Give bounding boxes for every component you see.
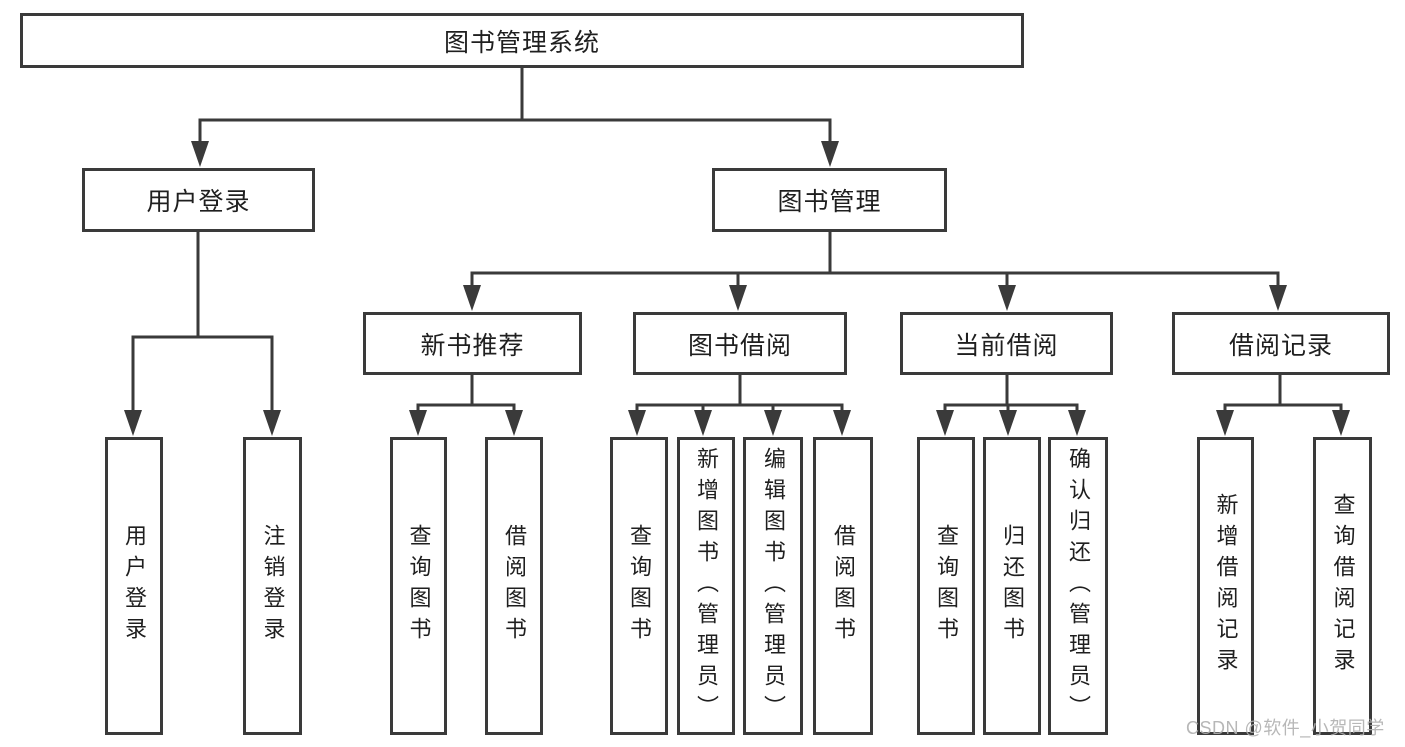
node-current-borrow: 当前借阅	[900, 312, 1113, 375]
leaf-user-login-label: 用户登录	[122, 524, 147, 648]
node-user-login-label: 用户登录	[146, 188, 251, 216]
leaf-record-add-label: 新增借阅记录	[1213, 493, 1239, 679]
leaf-current-return-label: 归还图书	[1000, 524, 1025, 648]
leaf-borrow-edit-admin-label: 编辑图书（管理员）	[761, 446, 786, 726]
leaf-user-login: 用户登录	[105, 437, 163, 735]
connector-root-to-level2	[191, 68, 839, 167]
leaf-borrow-query-label: 查询图书	[627, 524, 652, 648]
leaf-current-confirm-admin: 确认归还（管理员）	[1048, 437, 1108, 735]
leaf-newbook-borrow: 借阅图书	[485, 437, 543, 735]
leaf-logout-label: 注销登录	[260, 524, 286, 648]
leaf-borrow-book: 借阅图书	[813, 437, 873, 735]
node-new-book-recommend-label: 新书推荐	[420, 331, 525, 360]
leaf-current-return: 归还图书	[983, 437, 1041, 735]
node-book-borrow: 图书借阅	[633, 312, 847, 375]
leaf-borrow-edit-admin: 编辑图书（管理员）	[743, 437, 803, 735]
leaf-record-query-label: 查询借阅记录	[1330, 493, 1356, 679]
leaf-borrow-book-label: 借阅图书	[831, 524, 856, 648]
node-borrow-record-label: 借阅记录	[1228, 331, 1333, 360]
connector-current-borrow-children	[936, 375, 1086, 436]
leaf-logout: 注销登录	[243, 437, 302, 735]
leaf-record-query: 查询借阅记录	[1313, 437, 1372, 735]
node-book-mgmt: 图书管理	[712, 168, 947, 232]
leaf-record-add: 新增借阅记录	[1197, 437, 1254, 735]
leaf-borrow-add-admin: 新增图书（管理员）	[677, 437, 735, 735]
leaf-current-query-label: 查询图书	[934, 524, 959, 648]
leaf-newbook-query-label: 查询图书	[406, 524, 432, 648]
node-current-borrow-label: 当前借阅	[954, 331, 1059, 360]
node-user-login: 用户登录	[82, 168, 315, 232]
node-root-label: 图书管理系统	[443, 28, 600, 57]
leaf-borrow-add-admin-label: 新增图书（管理员）	[694, 446, 719, 726]
leaf-current-confirm-admin-label: 确认归还（管理员）	[1066, 446, 1091, 726]
connector-book-borrow-children	[628, 375, 851, 436]
node-book-mgmt-label: 图书管理	[777, 188, 882, 216]
node-new-book-recommend: 新书推荐	[363, 312, 582, 375]
connector-new-book-children	[409, 375, 523, 436]
leaf-borrow-query: 查询图书	[610, 437, 668, 735]
connector-borrow-record-children	[1216, 375, 1350, 436]
node-book-borrow-label: 图书借阅	[687, 331, 792, 360]
csdn-watermark: CSDN @软件_小贺同学	[1186, 718, 1385, 738]
node-root: 图书管理系统	[20, 13, 1024, 68]
leaf-current-query: 查询图书	[917, 437, 975, 735]
leaf-newbook-query: 查询图书	[390, 437, 447, 735]
connector-user-login-children	[124, 232, 281, 436]
node-borrow-record: 借阅记录	[1172, 312, 1390, 375]
connector-book-mgmt-children	[463, 232, 1287, 311]
leaf-newbook-borrow-label: 借阅图书	[502, 524, 527, 648]
